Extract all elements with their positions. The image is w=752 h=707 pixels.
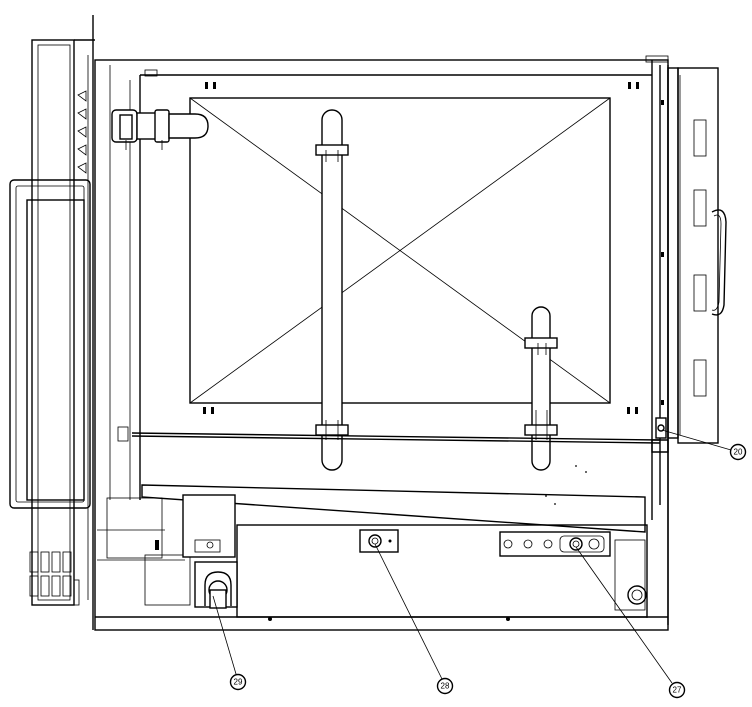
floor-plate bbox=[117, 426, 661, 500]
drain-assembly bbox=[194, 561, 238, 609]
drip-tray bbox=[141, 465, 646, 533]
callout-28-label: 28 bbox=[441, 682, 450, 691]
top-mounting-tabs bbox=[203, 82, 639, 414]
vent-slots-top bbox=[77, 90, 87, 174]
door-hinge bbox=[651, 417, 669, 453]
door-handle-bar bbox=[9, 179, 91, 509]
callout-20: 20 bbox=[661, 429, 747, 461]
callout-27-bubble bbox=[668, 681, 686, 699]
vent-slots-bottom bbox=[29, 551, 80, 606]
center-fitting-plate bbox=[359, 529, 399, 553]
right-fitting-plate bbox=[499, 531, 611, 557]
right-door-frame bbox=[645, 55, 719, 625]
heating-element-left bbox=[315, 109, 349, 471]
base-compartment bbox=[95, 497, 668, 621]
right-base-fitting bbox=[614, 539, 648, 618]
callout-20-bubble bbox=[729, 443, 747, 461]
callout-28-bubble bbox=[436, 677, 454, 695]
steam-inlet-fitting bbox=[111, 109, 209, 150]
callout-29-bubble bbox=[229, 673, 247, 691]
callout-20-label: 20 bbox=[734, 448, 743, 457]
callout-28: 28 bbox=[374, 543, 454, 695]
callout-29: 29 bbox=[212, 595, 247, 691]
left-door-panel bbox=[31, 15, 95, 630]
callout-29-label: 29 bbox=[234, 678, 243, 687]
control-box bbox=[155, 494, 236, 558]
callout-27: 27 bbox=[575, 546, 686, 699]
callout-27-label: 27 bbox=[673, 686, 682, 695]
heating-element-right bbox=[524, 306, 558, 471]
oven-cavity bbox=[189, 97, 611, 404]
side-handle bbox=[711, 209, 727, 316]
